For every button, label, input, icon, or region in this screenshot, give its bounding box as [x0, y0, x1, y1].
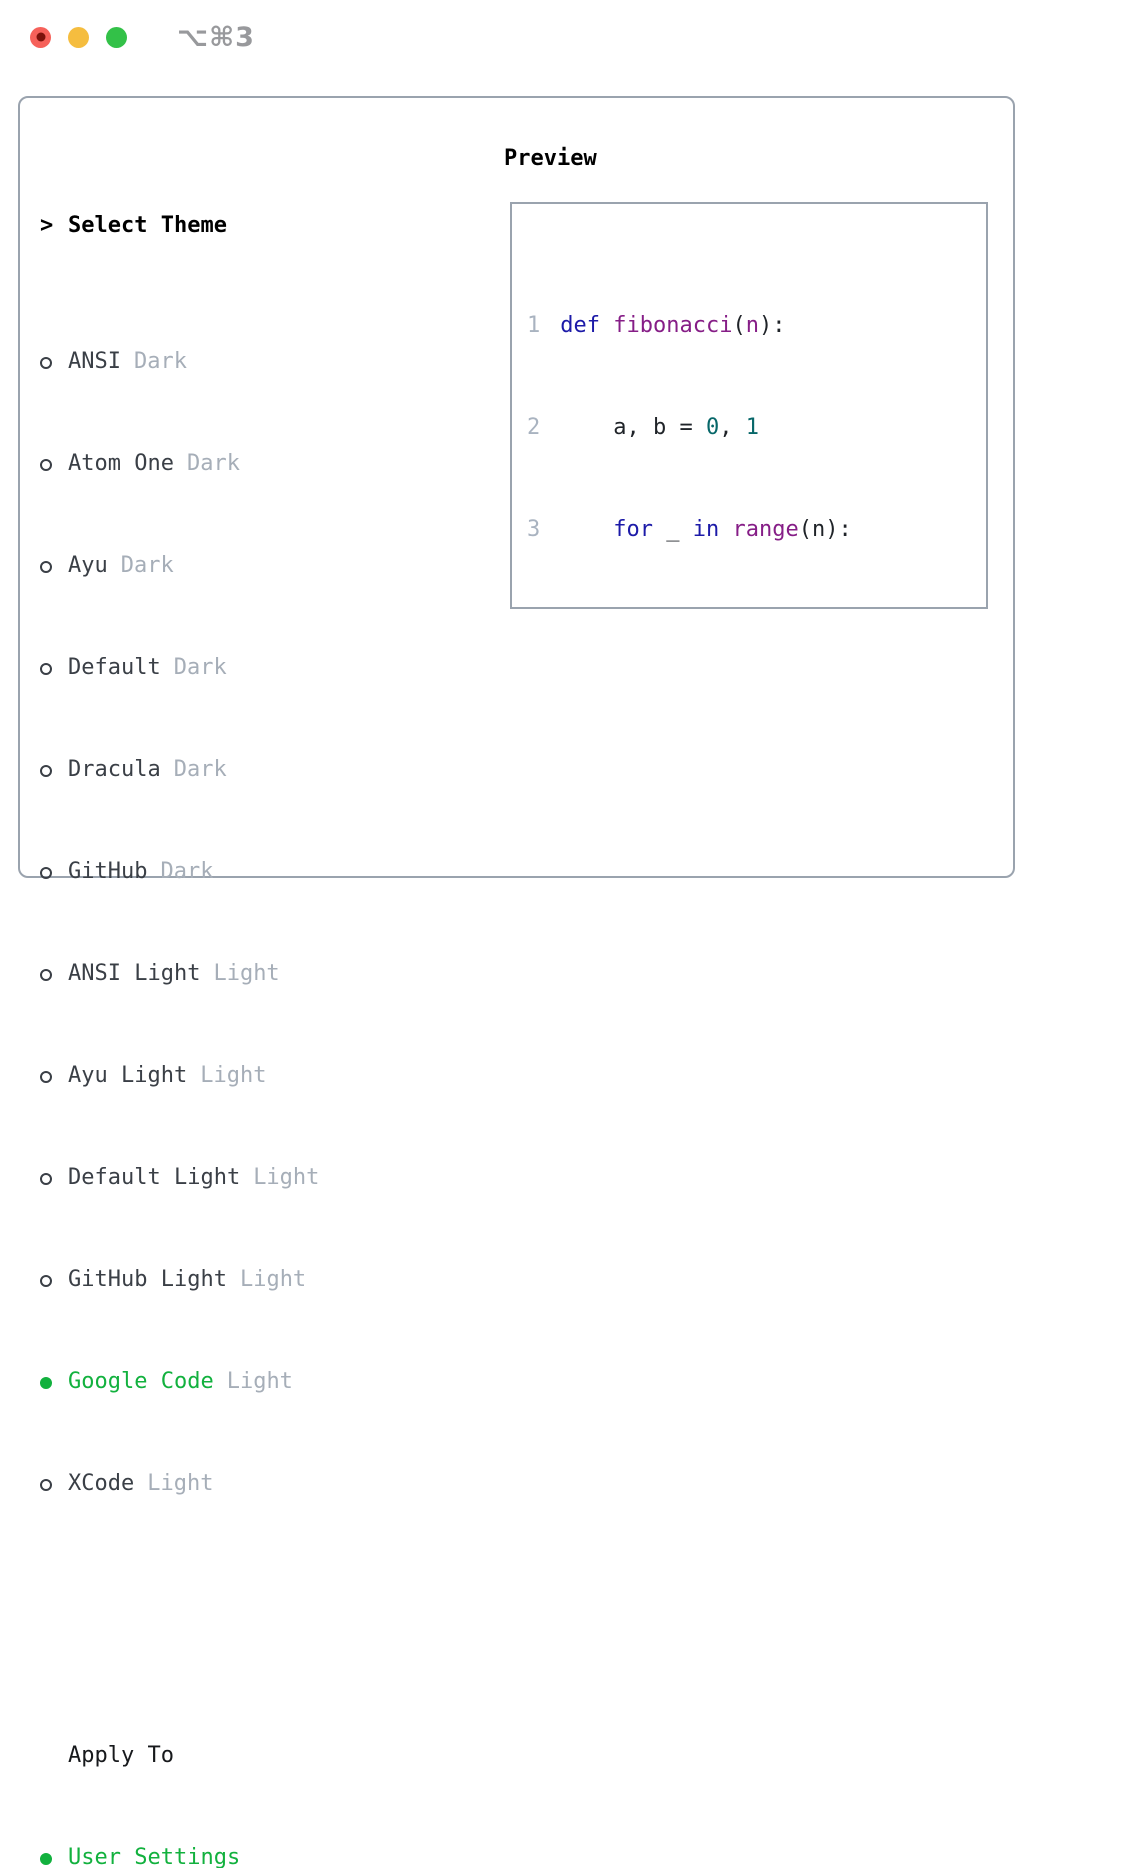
- code-line: 3 for _ in range(n):: [527, 517, 852, 542]
- radio-selected-icon: [40, 1853, 52, 1865]
- preview-title: Preview: [504, 146, 597, 171]
- window-title: ⌥⌘3: [177, 21, 255, 53]
- theme-list-header: > Select Theme: [40, 209, 411, 243]
- radio-unselected-icon: [40, 663, 52, 675]
- radio-unselected-icon: [40, 969, 52, 981]
- radio-unselected-icon: [40, 357, 52, 369]
- code-line: 2 a, b = 0, 1: [527, 415, 759, 440]
- radio-unselected-icon: [40, 1275, 52, 1287]
- radio-unselected-icon: [40, 459, 52, 471]
- radio-unselected-icon: [40, 1071, 52, 1083]
- prompt-icon: >: [40, 213, 54, 238]
- radio-unselected-icon: [40, 561, 52, 573]
- radio-unselected-icon: [40, 1173, 52, 1185]
- apply-to-header: Apply To: [68, 1743, 174, 1768]
- page-title: Select Theme: [68, 213, 227, 238]
- radio-unselected-icon: [40, 765, 52, 777]
- minimize-button[interactable]: [68, 26, 89, 48]
- document-edited-dot-icon: [36, 32, 45, 42]
- apply-option-user-settings[interactable]: User Settings: [40, 1841, 411, 1868]
- radio-selected-icon: [40, 1377, 52, 1389]
- close-button[interactable]: [30, 26, 51, 48]
- radio-unselected-icon: [40, 1479, 52, 1491]
- zoom-button[interactable]: [106, 26, 127, 48]
- radio-unselected-icon: [40, 867, 52, 879]
- titlebar: ⌥⌘3: [30, 22, 255, 53]
